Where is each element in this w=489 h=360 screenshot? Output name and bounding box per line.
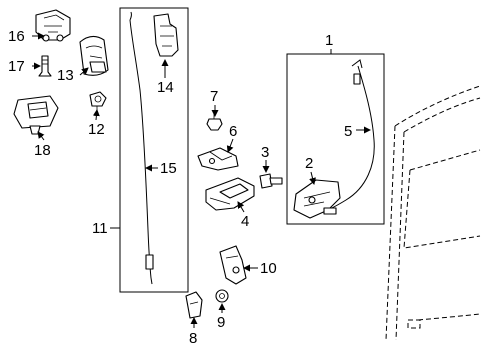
callout-14: 14 xyxy=(157,79,174,96)
callout-1: 1 xyxy=(325,32,333,49)
callout-18: 18 xyxy=(34,142,51,159)
leader-4 xyxy=(237,201,245,213)
part-10-plate xyxy=(219,245,247,285)
cable-group-box-11 xyxy=(119,7,189,293)
part-8-striker xyxy=(185,291,203,319)
callout-3: 3 xyxy=(261,144,269,161)
leader-6 xyxy=(226,138,234,153)
part-6-bracket xyxy=(197,147,239,171)
callout-13: 13 xyxy=(57,67,74,84)
callout-6: 6 xyxy=(229,123,237,140)
callout-12: 12 xyxy=(88,121,105,138)
part-18-housing xyxy=(13,95,59,135)
callout-7: 7 xyxy=(210,88,218,105)
callout-9: 9 xyxy=(217,314,225,331)
callout-15: 15 xyxy=(160,160,177,177)
leader-13 xyxy=(79,67,89,76)
part-12-screw xyxy=(89,91,107,114)
door-panel xyxy=(385,85,481,341)
callout-16: 16 xyxy=(8,28,25,45)
callout-8: 8 xyxy=(189,330,197,347)
leader-12 xyxy=(92,109,100,121)
part-14-clip xyxy=(153,13,179,57)
callout-5: 5 xyxy=(344,123,352,140)
part-9-stud xyxy=(215,289,229,303)
part-5-cable xyxy=(327,59,375,211)
part-17-bolt xyxy=(38,55,52,77)
callout-2: 2 xyxy=(305,155,313,172)
leader-18 xyxy=(37,131,45,141)
part-4-handle xyxy=(205,177,255,211)
part-13-bumper xyxy=(79,35,109,76)
callout-4: 4 xyxy=(241,213,249,230)
part-3-bolt xyxy=(259,173,283,189)
part-15-cable xyxy=(129,11,154,285)
callout-10: 10 xyxy=(260,260,277,277)
callout-11: 11 xyxy=(92,220,108,237)
latch-group-box-1 xyxy=(286,53,385,225)
callout-17: 17 xyxy=(8,58,25,75)
leader-2 xyxy=(309,171,316,185)
part-2-latch xyxy=(293,179,341,219)
